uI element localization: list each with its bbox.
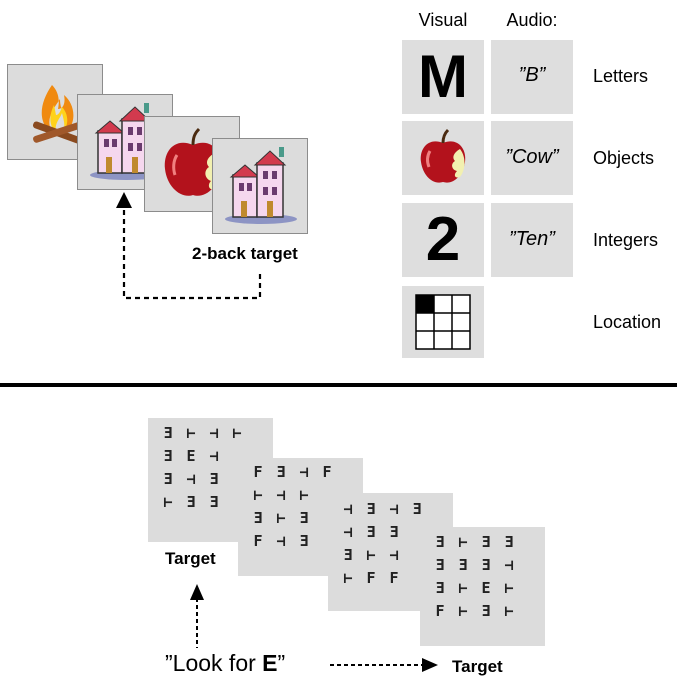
nback-card-4 [212, 138, 308, 234]
visual-header: Visual [418, 10, 468, 30]
audio-object: ”Cow” [505, 146, 559, 168]
search-instruction: ”Look for E” [165, 650, 285, 677]
search-glyph: ⊣ [276, 486, 286, 504]
search-glyph: Ǝ [163, 424, 173, 442]
search-glyph: ⊢ [343, 569, 353, 587]
search-glyph: Ǝ [389, 523, 399, 541]
search-glyph: Ǝ [366, 500, 376, 518]
search-glyph: ⊢ [163, 493, 173, 511]
search-glyph: ⊢ [299, 486, 309, 504]
visual-tile-location [402, 286, 484, 358]
search-glyph: ⊢ [458, 579, 468, 597]
search-glyph: F [253, 463, 263, 481]
audio-tile-objects [491, 121, 573, 195]
audio-letter: ”B” [518, 64, 546, 86]
section-divider [0, 383, 677, 387]
search-panel-4 [420, 527, 545, 646]
search-glyph: E [186, 447, 196, 465]
search-glyph: F [389, 569, 399, 587]
search-glyph: Ǝ [435, 556, 445, 574]
search-glyph: Ǝ [299, 509, 309, 527]
visual-letter: M [418, 43, 468, 110]
search-glyph: ⊢ [458, 533, 468, 551]
audio-header: Audio: [506, 10, 558, 30]
search-glyph: ⊢ [253, 486, 263, 504]
search-glyph: Ǝ [253, 509, 263, 527]
search-glyph: Ǝ [366, 523, 376, 541]
search-glyph: ⊣ [186, 470, 196, 488]
search-glyph: Ǝ [481, 602, 491, 620]
search-glyph: ⊣ [209, 424, 219, 442]
apple-icon [420, 128, 466, 183]
search-glyph: Ǝ [481, 533, 491, 551]
search-glyph: F [366, 569, 376, 587]
search-glyph: ⊣ [276, 532, 286, 550]
search-glyph: ⊢ [458, 602, 468, 620]
visual-tile-integers [402, 203, 484, 277]
visual-tile-letters [402, 40, 484, 114]
search-glyph: Ǝ [481, 556, 491, 574]
search-glyph: E [481, 579, 491, 597]
search-glyph: ⊣ [504, 556, 514, 574]
visual-tile-objects [402, 121, 484, 195]
nback-target-label: 2-back target [192, 244, 298, 263]
search-glyph: F [253, 532, 263, 550]
search-glyph: F [435, 602, 445, 620]
instruction-prefix: ”Look for [165, 650, 263, 676]
row-label-letters: Letters [593, 66, 649, 86]
search-glyph: Ǝ [343, 546, 353, 564]
search-glyph: Ǝ [276, 463, 286, 481]
house-icon [225, 147, 297, 224]
search-glyph: ⊢ [186, 424, 196, 442]
search-glyph: F [322, 463, 332, 481]
campfire-icon [32, 85, 82, 144]
instruction-suffix: ” [277, 650, 286, 676]
search-glyph: Ǝ [458, 556, 468, 574]
search-glyph: ⊣ [343, 500, 353, 518]
search-glyph: ⊢ [232, 424, 242, 442]
search-glyph: ⊢ [276, 509, 286, 527]
search-glyph: ⊢ [504, 579, 514, 597]
search-glyph: ⊣ [389, 500, 399, 518]
search-glyph: ⊣ [343, 523, 353, 541]
search-target-label-2: Target [452, 657, 503, 676]
search-glyph: ⊣ [389, 546, 399, 564]
search-glyph: Ǝ [504, 533, 514, 551]
search-glyph: Ǝ [412, 500, 422, 518]
search-glyph: Ǝ [435, 533, 445, 551]
row-label-location: Location [593, 312, 662, 332]
search-glyph: Ǝ [163, 447, 173, 465]
row-label-objects: Objects [593, 148, 655, 168]
visual-integer: 2 [425, 205, 461, 274]
search-glyph: ⊣ [299, 463, 309, 481]
search-glyph: Ǝ [435, 579, 445, 597]
search-glyph: Ǝ [209, 470, 219, 488]
search-glyph: ⊢ [366, 546, 376, 564]
search-glyph: Ǝ [299, 532, 309, 550]
search-glyph: Ǝ [209, 493, 219, 511]
grid-location-icon [415, 294, 471, 350]
search-glyph: Ǝ [186, 493, 196, 511]
audio-tile-letters [491, 40, 573, 114]
audio-tile-integers [491, 203, 573, 277]
row-label-integers: Integers [593, 230, 659, 250]
search-glyph: ⊣ [209, 447, 219, 465]
search-glyph: Ǝ [163, 470, 173, 488]
instruction-letter: E [262, 650, 278, 676]
audio-integer: ”Ten” [509, 228, 555, 250]
search-target-label-1: Target [165, 549, 216, 568]
search-glyph: ⊢ [504, 602, 514, 620]
